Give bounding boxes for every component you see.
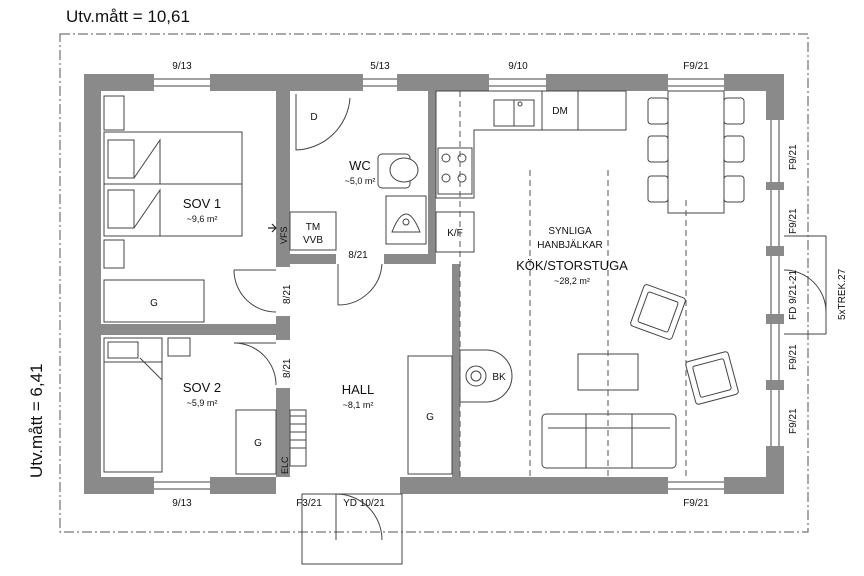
window-label-f3: F3/21 (296, 498, 322, 509)
hall-name: HALL (342, 382, 375, 397)
window-label-bottom-left: 9/13 (172, 498, 192, 509)
sov2-wardrobe-label: G (254, 438, 262, 449)
wc-name: WC (349, 158, 371, 173)
window-label-top-left: 9/13 (172, 61, 192, 72)
window-label-right-2: F9/21 (788, 208, 799, 234)
wc-area: ~5,0 m² (345, 176, 376, 186)
interior-walls (101, 91, 460, 477)
visible-beams (459, 91, 687, 477)
door-swings (233, 94, 383, 541)
sov1-wardrobe-label: G (150, 298, 158, 309)
window-label-right-5: F9/21 (788, 408, 799, 434)
beams-label-line2: HANBJÄLKAR (537, 239, 603, 251)
window-label-right-1: F9/21 (788, 144, 799, 170)
stairs-label: 5xTREK.27 (837, 268, 848, 320)
kitchen-name: KÖK/STORSTUGA (516, 258, 628, 273)
vfs-arrow (268, 223, 277, 233)
living-furniture (541, 284, 739, 469)
dishwasher-label: DM (552, 106, 568, 117)
elc-label: ELC (280, 456, 290, 474)
washer-label: TM (306, 222, 320, 233)
stove (459, 349, 513, 403)
window-label-top-mid: 5/13 (370, 61, 390, 72)
hall-area: ~8,1 m² (343, 400, 374, 410)
wc-fixtures (289, 153, 427, 251)
exterior-walls (84, 74, 784, 494)
wc-cabinet-label: D (310, 112, 317, 123)
outer-boundary (59, 33, 809, 533)
door-label-sov1: 8/21 (282, 284, 293, 304)
beams-label-line1: SYNLIGA (548, 226, 592, 237)
vfs-label: VFS (279, 226, 289, 244)
kitchen-area: ~28,2 m² (554, 276, 590, 286)
hall-wardrobe-label: G (426, 412, 434, 423)
window-label-top-right: 9/10 (508, 61, 528, 72)
entrance-step (301, 493, 403, 565)
height-dimension-label: Utv.mått = 6,41 (27, 364, 46, 478)
door-label-entrance: YD 10/21 (343, 498, 385, 509)
water-heater-label: VVB (303, 235, 323, 246)
window-label-bottom-right: F9/21 (683, 498, 709, 509)
sov2-name: SOV 2 (183, 380, 221, 395)
fridge-label: K/F (447, 228, 463, 239)
sov1-name: SOV 1 (183, 196, 221, 211)
window-glazing (154, 78, 780, 490)
kitchen-counter (435, 90, 627, 253)
window-label-right-3: FD 9/21-21 (788, 270, 799, 320)
sov1-furniture (103, 95, 243, 323)
dining-set (647, 90, 745, 214)
sov1-area: ~9,6 m² (187, 214, 218, 224)
hall-wardrobe (407, 355, 453, 475)
exterior-stairs (783, 235, 827, 335)
width-dimension-label: Utv.mått = 10,61 (66, 7, 190, 26)
stove-label: BK (492, 372, 506, 383)
window-label-right-4: F9/21 (788, 344, 799, 370)
window-label-top-far-right: F9/21 (683, 61, 709, 72)
door-label-wc: 8/21 (348, 250, 368, 261)
door-label-sov2: 8/21 (282, 358, 293, 378)
sov2-area: ~5,9 m² (187, 398, 218, 408)
sov2-furniture (103, 337, 307, 475)
